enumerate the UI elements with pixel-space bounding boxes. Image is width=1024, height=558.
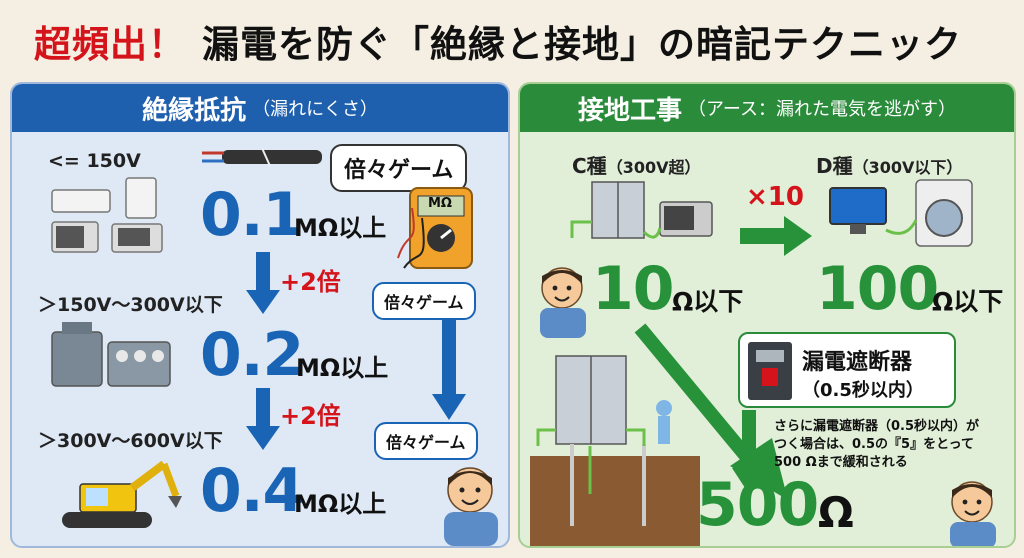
tier1-value: 0.1 (200, 180, 304, 250)
insulation-panel: 絶縁抵抗 （漏れにくさ） <= 150V 0.1 MΩ以上 +2倍 ＞150V〜… (10, 82, 510, 548)
earth-leakage-breaker-box: 漏電遮断器 （0.5秒以内） (738, 332, 956, 408)
d-type-label: D種（300V以下） (816, 150, 962, 179)
note-line-3: 500 Ωまで緩和される (774, 455, 908, 470)
c-type-label: C種（300V超） (572, 150, 700, 179)
doubling-arrow (432, 318, 466, 420)
tier3-voltage: ＞300V〜600V以下 (38, 430, 223, 452)
tier2-value: 0.2 (200, 320, 304, 390)
meter-label: MΩ (428, 196, 452, 211)
insulation-heading-main: 絶縁抵抗 (142, 95, 247, 126)
cable-icon (202, 147, 322, 167)
multiplier-label: ×10 (746, 182, 804, 212)
worker-avatar-c (540, 267, 586, 338)
tier2-voltage: ＞150V〜300V以下 (38, 294, 223, 316)
breaker-detail: （0.5秒以内） (802, 380, 924, 401)
grounding-heading-sub: （アース：漏れた電気を逃がす） (687, 99, 957, 120)
d-type-name: D種 (816, 154, 853, 178)
home-appliances-icon (51, 177, 163, 253)
tier1-voltage: <= 150V (48, 150, 141, 172)
d-type-range: （300V以下） (852, 158, 963, 177)
breaker-icon (748, 342, 792, 400)
d-type-value: 100 (816, 254, 939, 324)
multimeter-icon (397, 187, 473, 269)
speech-bubble-mid: 倍々ゲーム (372, 282, 476, 320)
insulation-heading-sub: （漏れにくさ） (252, 99, 378, 120)
relaxed-unit: Ω (818, 488, 854, 537)
breaker-title: 漏電遮断器 (802, 350, 913, 375)
c-type-equipment-icon (570, 181, 713, 239)
grounding-panel: 接地工事 （アース：漏れた電気を逃がす） C種（300V超） D種（300V以下… (518, 82, 1016, 548)
factory-machine-icon (51, 322, 171, 387)
excavator-icon (62, 460, 182, 528)
insulation-heading: 絶縁抵抗 （漏れにくさ） (12, 84, 508, 132)
relaxation-arrow-down (732, 410, 766, 494)
d-type-equipment-icon (829, 179, 973, 247)
d-type-unit: Ω以下 (932, 287, 1004, 316)
grounding-scene-illustration (530, 355, 700, 546)
relaxed-value: 500 (696, 470, 819, 540)
c-type-value: 10 (592, 254, 674, 324)
title-accent: 超頻出！ (34, 23, 186, 66)
c-type-unit: Ω以下 (672, 287, 744, 316)
grounding-heading: 接地工事 （アース：漏れた電気を逃がす） (520, 84, 1014, 132)
title-bar: 超頻出！ 漏電を防ぐ「絶縁と接地」の暗記テクニック (0, 0, 1024, 82)
note-line-1: さらに漏電遮断器（0.5秒以内）が (774, 419, 980, 434)
speech-bubble-top: 倍々ゲーム (330, 144, 468, 192)
step1-label: +2倍 (280, 268, 341, 296)
relaxation-note: さらに漏電遮断器（0.5秒以内）が つく場合は、0.5の『5』をとって 500 … (774, 418, 979, 472)
note-line-2: つく場合は、0.5の『5』をとって (774, 437, 975, 452)
step-arrow-1 (246, 252, 280, 314)
tier1-unit: MΩ以上 (294, 214, 387, 242)
c-type-range: （300V超） (606, 158, 701, 177)
tier3-value: 0.4 (200, 456, 304, 526)
worker-avatar-right (950, 481, 996, 546)
speech-bubble-bottom: 倍々ゲーム (374, 422, 478, 460)
step-arrow-2 (246, 388, 280, 450)
worker-avatar-left (444, 467, 498, 546)
page-title: 漏電を防ぐ「絶縁と接地」の暗記テクニック (202, 23, 962, 66)
step2-label: +2倍 (280, 402, 341, 430)
multiplier-arrow (740, 216, 812, 256)
tier3-unit: MΩ以上 (294, 490, 387, 518)
grounding-heading-main: 接地工事 (577, 95, 682, 126)
c-type-name: C種 (572, 154, 607, 178)
tier2-unit: MΩ以上 (296, 354, 389, 382)
